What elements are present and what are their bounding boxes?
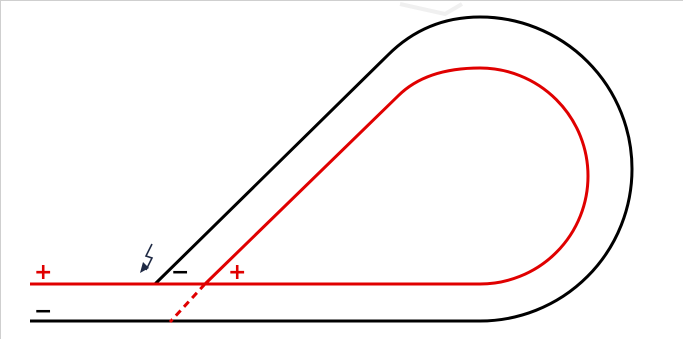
negative-label-left: − (34, 299, 52, 324)
lightning-bolt-arrow-icon (140, 243, 154, 273)
watermark-mark (399, 2, 464, 17)
positive-rail-dashed-crossing (168, 282, 207, 324)
negative-rail-outer (30, 15, 634, 323)
positive-label-crossing: + (228, 260, 246, 285)
positive-rail-inner (30, 66, 590, 286)
negative-label-gap: − (171, 260, 189, 285)
positive-label-left: + (34, 260, 52, 285)
